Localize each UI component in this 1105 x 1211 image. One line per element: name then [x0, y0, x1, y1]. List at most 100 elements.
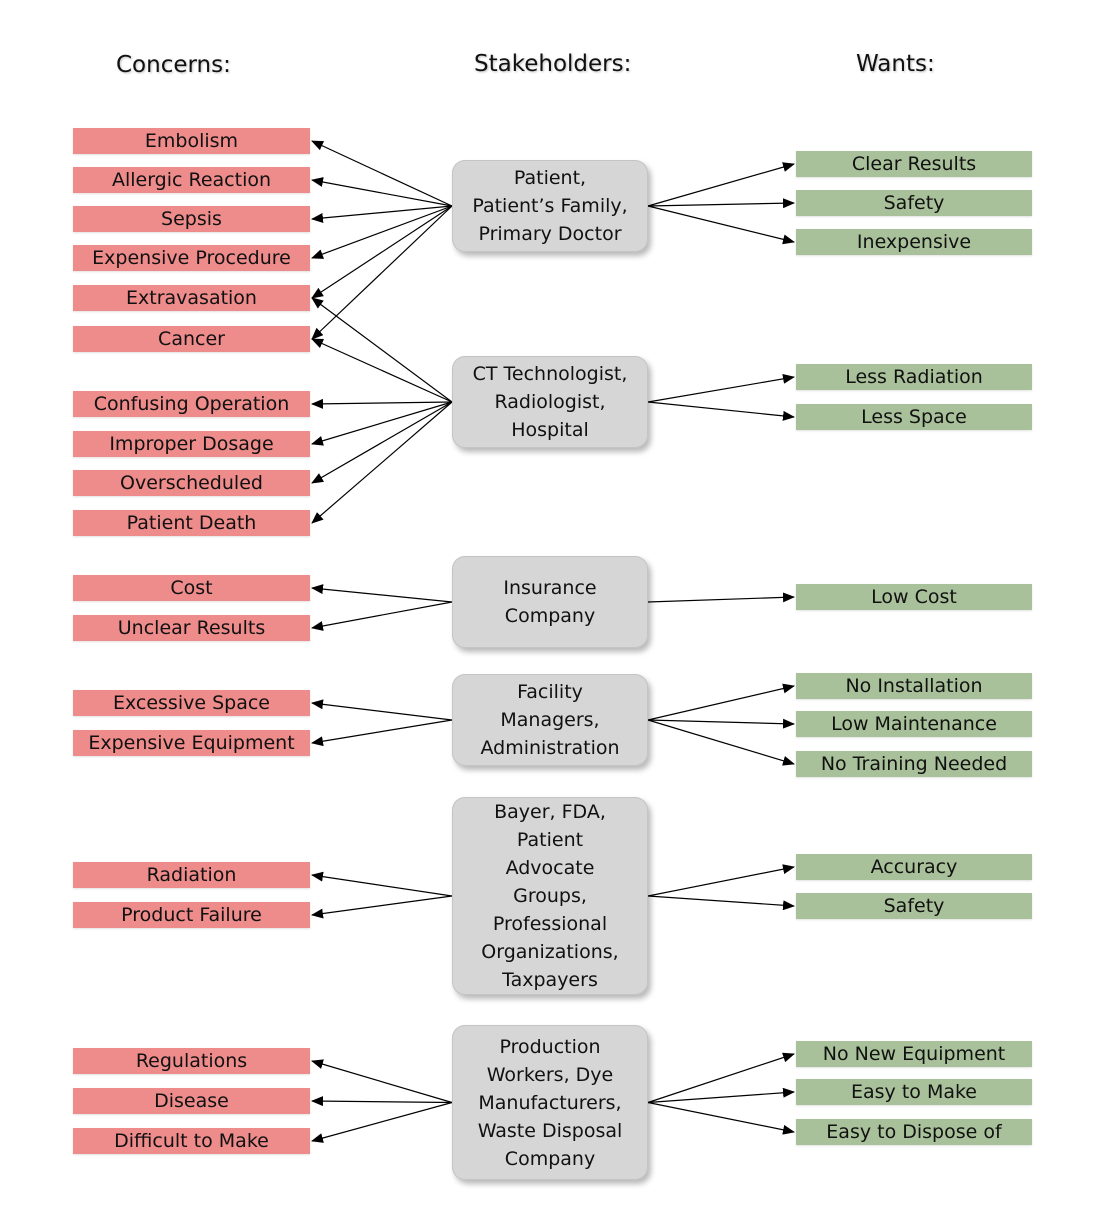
want-item: Less Space: [796, 404, 1032, 430]
connector-arrow: [311, 205, 453, 223]
concern-item: Expensive Equipment: [73, 730, 310, 756]
concern-item: Difficult to Make: [73, 1128, 310, 1154]
concern-item: Sepsis: [73, 206, 310, 232]
stakeholder-line: Patient: [516, 829, 584, 851]
stakeholder-line: Taxpayers: [502, 969, 598, 991]
connector-arrow: [647, 1087, 795, 1104]
stakeholder-line: CT Technologist,: [472, 363, 628, 385]
want-item: Clear Results: [796, 151, 1032, 177]
stakeholder-box: Patient, Patient’s Family, Primary Doctor: [452, 160, 648, 252]
want-item: Safety: [796, 893, 1032, 919]
stakeholder-line: Company: [504, 605, 596, 627]
stakeholder-line: Production: [499, 1035, 601, 1058]
stakeholders-header: Stakeholders:: [474, 51, 632, 77]
connector-arrow: [311, 895, 453, 919]
stakeholder-line: Patient’s Family,: [472, 195, 628, 217]
connector-arrow: [647, 373, 795, 403]
stakeholder-line: Workers, Dye: [486, 1063, 614, 1086]
stakeholder-line: Patient,: [513, 167, 587, 189]
concern-item: Improper Dosage: [73, 431, 310, 457]
connector-arrow: [647, 683, 795, 721]
connector-arrow: [311, 205, 453, 340]
connector-arrow: [311, 140, 453, 207]
want-item: No New Equipment: [796, 1041, 1032, 1067]
connector-arrow: [647, 895, 795, 911]
connector-arrow: [647, 198, 795, 209]
connector-arrow: [647, 719, 795, 766]
concern-item: Excessive Space: [73, 690, 310, 716]
connector-arrow: [311, 699, 453, 721]
connector-arrow: [647, 718, 795, 729]
wants-header: Wants:: [856, 51, 935, 77]
stakeholder-line: Waste Disposal: [477, 1119, 623, 1142]
connector-arrow: [311, 297, 453, 403]
connector-arrow: [647, 1052, 795, 1104]
concern-item: Overscheduled: [73, 470, 310, 496]
stakeholder-line: Groups,: [513, 885, 587, 907]
want-item: Accuracy: [796, 854, 1032, 880]
connector-arrow: [311, 584, 453, 603]
concern-item: Cost: [73, 575, 310, 601]
concern-item: Confusing Operation: [73, 391, 310, 417]
want-item: Less Radiation: [796, 364, 1032, 390]
want-item: No Installation: [796, 673, 1032, 699]
want-item: Easy to Make: [796, 1079, 1032, 1105]
connector-arrow: [311, 1101, 453, 1143]
connector-arrow: [647, 864, 795, 897]
connector-arrow: [647, 401, 795, 421]
stakeholder-line: Hospital: [511, 419, 589, 441]
stakeholder-line: Advocate: [505, 857, 595, 879]
concern-item: Embolism: [73, 128, 310, 154]
connector-arrow: [311, 205, 453, 299]
want-item: Safety: [796, 190, 1032, 216]
concern-item: Cancer: [73, 326, 310, 352]
concerns-header: Concerns:: [116, 52, 231, 78]
stakeholder-line: Facility: [517, 681, 583, 703]
connector-arrow: [311, 401, 453, 524]
stakeholder-line: Managers,: [500, 709, 600, 731]
want-item: Low Cost: [796, 584, 1032, 610]
stakeholder-line: Organizations,: [481, 941, 619, 963]
stakeholder-line: Professional: [492, 913, 608, 935]
want-item: Easy to Dispose of: [796, 1119, 1032, 1145]
concern-item: Regulations: [73, 1048, 310, 1074]
connector-arrow: [311, 871, 453, 897]
concern-item: Radiation: [73, 862, 310, 888]
stakeholder-line: Company: [504, 1147, 596, 1170]
want-item: No Training Needed: [796, 751, 1032, 777]
connector-arrow: [647, 205, 795, 245]
stakeholder-line: Administration: [480, 737, 620, 759]
connector-arrow: [311, 205, 453, 259]
connector-arrow: [311, 1059, 453, 1104]
stakeholder-line: Primary Doctor: [478, 223, 622, 245]
concern-item: Expensive Procedure: [73, 245, 310, 271]
stakeholder-line: Bayer, FDA,: [494, 801, 606, 823]
concern-item: Unclear Results: [73, 615, 310, 641]
connector-arrow: [311, 401, 453, 484]
connector-arrow: [311, 1096, 453, 1107]
want-item: Low Maintenance: [796, 711, 1032, 737]
connector-arrow: [311, 398, 453, 409]
concern-item: Disease: [73, 1088, 310, 1114]
want-item: Inexpensive: [796, 229, 1032, 255]
connector-arrow: [647, 592, 795, 603]
concern-item: Product Failure: [73, 902, 310, 928]
connector-arrow: [311, 601, 453, 631]
concern-item: Extravasation: [73, 285, 310, 311]
connector-arrow: [647, 162, 795, 207]
stakeholder-line: Insurance: [503, 577, 597, 599]
connector-arrow: [311, 177, 453, 207]
stakeholder-line: Manufacturers,: [478, 1091, 622, 1114]
concern-item: Allergic Reaction: [73, 167, 310, 193]
concern-item: Patient Death: [73, 510, 310, 536]
connector-arrow: [647, 1101, 795, 1135]
connector-arrow: [311, 719, 453, 747]
stakeholder-line: Radiologist,: [494, 391, 606, 413]
stakeholder-box: CT Technologist, Radiologist, Hospital: [452, 356, 648, 448]
